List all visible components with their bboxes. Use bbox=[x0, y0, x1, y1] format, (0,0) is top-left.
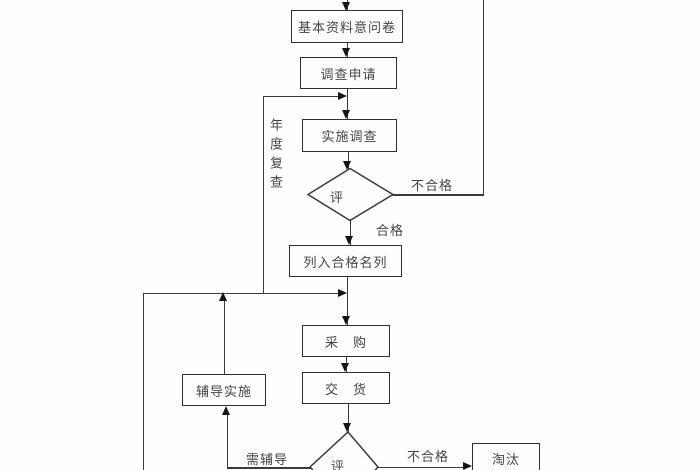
arrowhead-into-decision1 bbox=[343, 161, 351, 170]
connector-coaching-out bbox=[223, 300, 225, 374]
connector-fail-bottom-horizontal bbox=[378, 466, 465, 468]
arrowhead-into-conduct-survey bbox=[342, 110, 350, 119]
decision-diamond-survey bbox=[306, 167, 395, 222]
arrowhead-annual-review-rejoin bbox=[338, 92, 347, 100]
decision-delivery-label: 评 bbox=[331, 459, 345, 470]
connector-delivery-to-decision2 bbox=[347, 404, 349, 432]
connector-need-coaching-horizontal bbox=[227, 467, 311, 469]
arrowhead-into-qualified-list bbox=[345, 236, 353, 245]
flow-box-basic-info: 基本资料意问卷 bbox=[291, 10, 403, 43]
arrowhead-into-basic-info bbox=[342, 2, 350, 11]
flow-box-coaching: 辅导实施 bbox=[182, 374, 266, 406]
connector-fail-top-horizontal bbox=[392, 194, 484, 196]
flow-box-qualified-list: 列入合格名列 bbox=[289, 245, 402, 277]
arrowhead-into-coaching bbox=[222, 406, 230, 415]
arrowhead-coaching-to-merge bbox=[219, 292, 227, 301]
arrowhead-into-eliminate bbox=[463, 462, 472, 470]
flow-box-delivery: 交 货 bbox=[302, 372, 390, 404]
flow-box-conduct-survey: 实施调查 bbox=[302, 119, 397, 152]
arrowhead-into-survey-request bbox=[342, 48, 350, 57]
connector-request-to-survey bbox=[346, 89, 348, 119]
annual-review-label: 年度复查 bbox=[268, 118, 283, 194]
arrowhead-into-decision2 bbox=[343, 423, 351, 432]
arrowhead-into-delivery bbox=[341, 363, 349, 372]
connector-merge-horizontal bbox=[143, 292, 340, 294]
flow-box-survey-request: 调查申请 bbox=[300, 57, 397, 89]
connector-decision1-to-list bbox=[349, 219, 351, 245]
fail-top-label: 不合格 bbox=[411, 178, 454, 193]
connector-annual-review-horizontal bbox=[262, 95, 340, 97]
need-coaching-label: 需辅导 bbox=[246, 452, 289, 467]
connector-list-to-purchase bbox=[346, 277, 348, 325]
fail-bottom-label: 不合格 bbox=[407, 449, 450, 464]
decision-survey-label: 评 bbox=[330, 190, 344, 205]
connector-annual-review-vertical bbox=[262, 96, 264, 294]
flow-box-eliminate: 淘汰 bbox=[472, 443, 540, 470]
pass-label: 合格 bbox=[376, 223, 405, 238]
flow-box-purchase: 采 购 bbox=[302, 325, 390, 357]
connector-fail-top-vertical bbox=[482, 0, 484, 195]
arrowhead-into-purchase bbox=[342, 316, 350, 325]
connector-need-coaching-vertical bbox=[226, 414, 228, 468]
arrowhead-merge-into-spine bbox=[338, 289, 347, 297]
connector-left-outer-vertical bbox=[142, 293, 144, 470]
decision-diamond-delivery bbox=[308, 430, 380, 470]
connector-survey-to-decision bbox=[347, 152, 349, 169]
